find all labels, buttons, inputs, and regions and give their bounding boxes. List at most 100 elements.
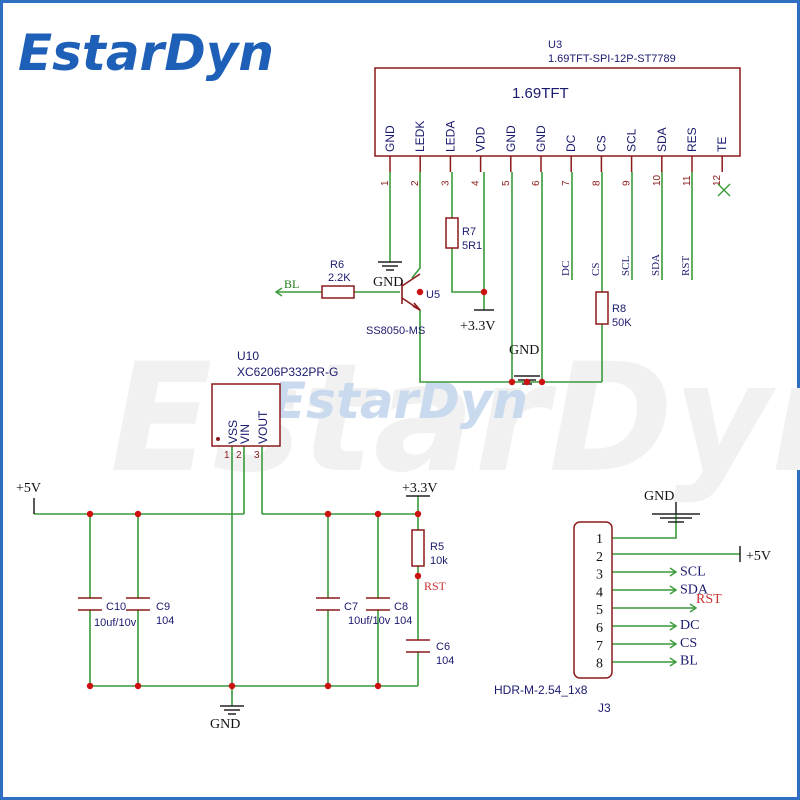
u3-pin-8-number: 8 xyxy=(591,180,602,186)
u3-pin-11-name: RES xyxy=(685,127,699,152)
u3-pin-4-name: VDD xyxy=(474,126,488,152)
u3-pin-3-number: 3 xyxy=(440,180,451,186)
u3-pin-7-number: 7 xyxy=(561,180,572,186)
u3-title: 1.69TFT xyxy=(512,85,569,102)
net-arrows xyxy=(274,287,698,667)
u10-pin-3-name: VOUT xyxy=(256,410,270,444)
r5-body xyxy=(411,529,425,567)
junction-dots xyxy=(86,288,546,690)
u3-net-labels: DC CS SCL SDA RST xyxy=(560,254,692,276)
u3-pin-8-name: CS xyxy=(594,135,608,152)
r5-value: 10k xyxy=(430,555,448,567)
c10-value: 10uf/10v xyxy=(94,617,137,629)
u3-body xyxy=(374,67,741,157)
u3-pin-1-number: 1 xyxy=(380,180,391,186)
j3-pin-2-number: 2 xyxy=(596,550,603,565)
u10-ref: U10 xyxy=(237,349,259,363)
wires xyxy=(34,172,740,706)
no-connect-marker xyxy=(717,183,731,197)
u10-pin-1-name: VSS xyxy=(226,420,240,444)
r8-value: 50K xyxy=(612,317,632,329)
u3-pin-group: GND1LEDK2LEDA3VDD4GND5GND6DC7CS8SCL9SDA1… xyxy=(380,121,729,186)
u3-pin-9-number: 9 xyxy=(622,180,633,186)
u3-pin-4-number: 4 xyxy=(471,180,482,186)
j3-pin-5-number: 5 xyxy=(596,603,603,618)
j3-net-label-dc: DC xyxy=(680,618,699,633)
u3-pin-5-number: 5 xyxy=(501,180,512,186)
capacitor-plates xyxy=(78,597,430,653)
u3-ref: U3 xyxy=(548,39,562,51)
u3-display-module: U3 1.69TFT-SPI-12P-ST7789 1.69TFT GND 1 LE… xyxy=(374,39,741,186)
j3-pin-6-number: 6 xyxy=(596,621,603,636)
r6-body xyxy=(321,285,355,299)
u3-net-label-dc: DC xyxy=(560,261,572,276)
c6-value: 104 xyxy=(436,655,454,667)
c8-ref: C8 xyxy=(394,601,408,613)
power-symbols xyxy=(33,309,741,562)
v33-label-reg: +3.3V xyxy=(402,481,438,496)
j3-net-label-rst: RST xyxy=(696,592,722,607)
r7-ref: R7 xyxy=(462,226,476,238)
u3-net-label-cs: CS xyxy=(590,263,602,276)
u3-net-label-scl: SCL xyxy=(620,256,632,276)
resistor-bodies xyxy=(321,217,609,567)
gnd-label-j3: GND xyxy=(644,489,674,504)
u3-pin-10-name: SDA xyxy=(655,127,669,152)
u3-pin-10-number: 10 xyxy=(652,174,663,186)
j3-pin-4-number: 4 xyxy=(596,585,603,600)
u3-pin-5-name: GND xyxy=(504,125,518,152)
j3-net-label-scl: SCL xyxy=(680,565,706,580)
c9-value: 104 xyxy=(156,615,174,627)
u3-pin-11-number: 11 xyxy=(682,175,693,186)
rst-net-label-r5: RST xyxy=(424,579,447,593)
r7-value: 5R1 xyxy=(462,240,482,252)
c10-ref: C10 xyxy=(106,601,126,613)
u3-pin-2-name: LEDK xyxy=(413,121,427,152)
u3-pin-6-number: 6 xyxy=(531,180,542,186)
r6-value: 2.2K xyxy=(328,272,351,284)
j3-body xyxy=(573,521,613,679)
u3-pin-6-name: GND xyxy=(534,125,548,152)
watermark-small: EstarDyn xyxy=(272,372,528,430)
j3-pin-3-number: 3 xyxy=(596,568,603,583)
r5-ref: R5 xyxy=(430,541,444,553)
j3-part: HDR-M-2.54_1x8 xyxy=(494,683,588,697)
u3-net-label-sda: SDA xyxy=(650,254,662,276)
v5-label-left: +5V xyxy=(16,481,41,496)
j3-pin-8-number: 8 xyxy=(596,657,603,672)
v33-label-top: +3.3V xyxy=(460,319,496,334)
c7-value: 10uf/10v xyxy=(348,615,391,627)
r6-ref: R6 xyxy=(330,259,344,271)
u3-net-label-rst: RST xyxy=(680,256,692,276)
u3-pin-3-name: LEDA xyxy=(443,121,457,152)
u3-pin-12-number: 12 xyxy=(712,174,723,186)
j3-ref: J3 xyxy=(598,701,611,715)
r7-body xyxy=(445,217,459,249)
c6-ref: C6 xyxy=(436,641,450,653)
u10-pin-2-name: VIN xyxy=(238,424,252,444)
r8-ref: R8 xyxy=(612,303,626,315)
u10-pin-2-number: 2 xyxy=(236,450,242,461)
v5-label-j3: +5V xyxy=(746,549,771,564)
c9-ref: C9 xyxy=(156,601,170,613)
c7-ref: C7 xyxy=(344,601,358,613)
gnd-label-reg: GND xyxy=(210,717,240,732)
j3-pin-1-number: 1 xyxy=(596,532,603,547)
c8-value: 104 xyxy=(394,615,412,627)
j3-net-label-bl: BL xyxy=(680,654,698,669)
bl-net-label: BL xyxy=(284,277,299,291)
u3-part: 1.69TFT-SPI-12P-ST7789 xyxy=(548,53,676,65)
u10-pin-3-number: 3 xyxy=(254,450,260,461)
u10-part: XC6206P332PR-G xyxy=(237,365,338,379)
u3-pin-9-name: SCL xyxy=(625,128,639,152)
gnd-label-u3: GND xyxy=(373,275,403,290)
u3-pin-2-number: 2 xyxy=(410,180,421,186)
u5-part: SS8050-MS xyxy=(366,325,425,337)
